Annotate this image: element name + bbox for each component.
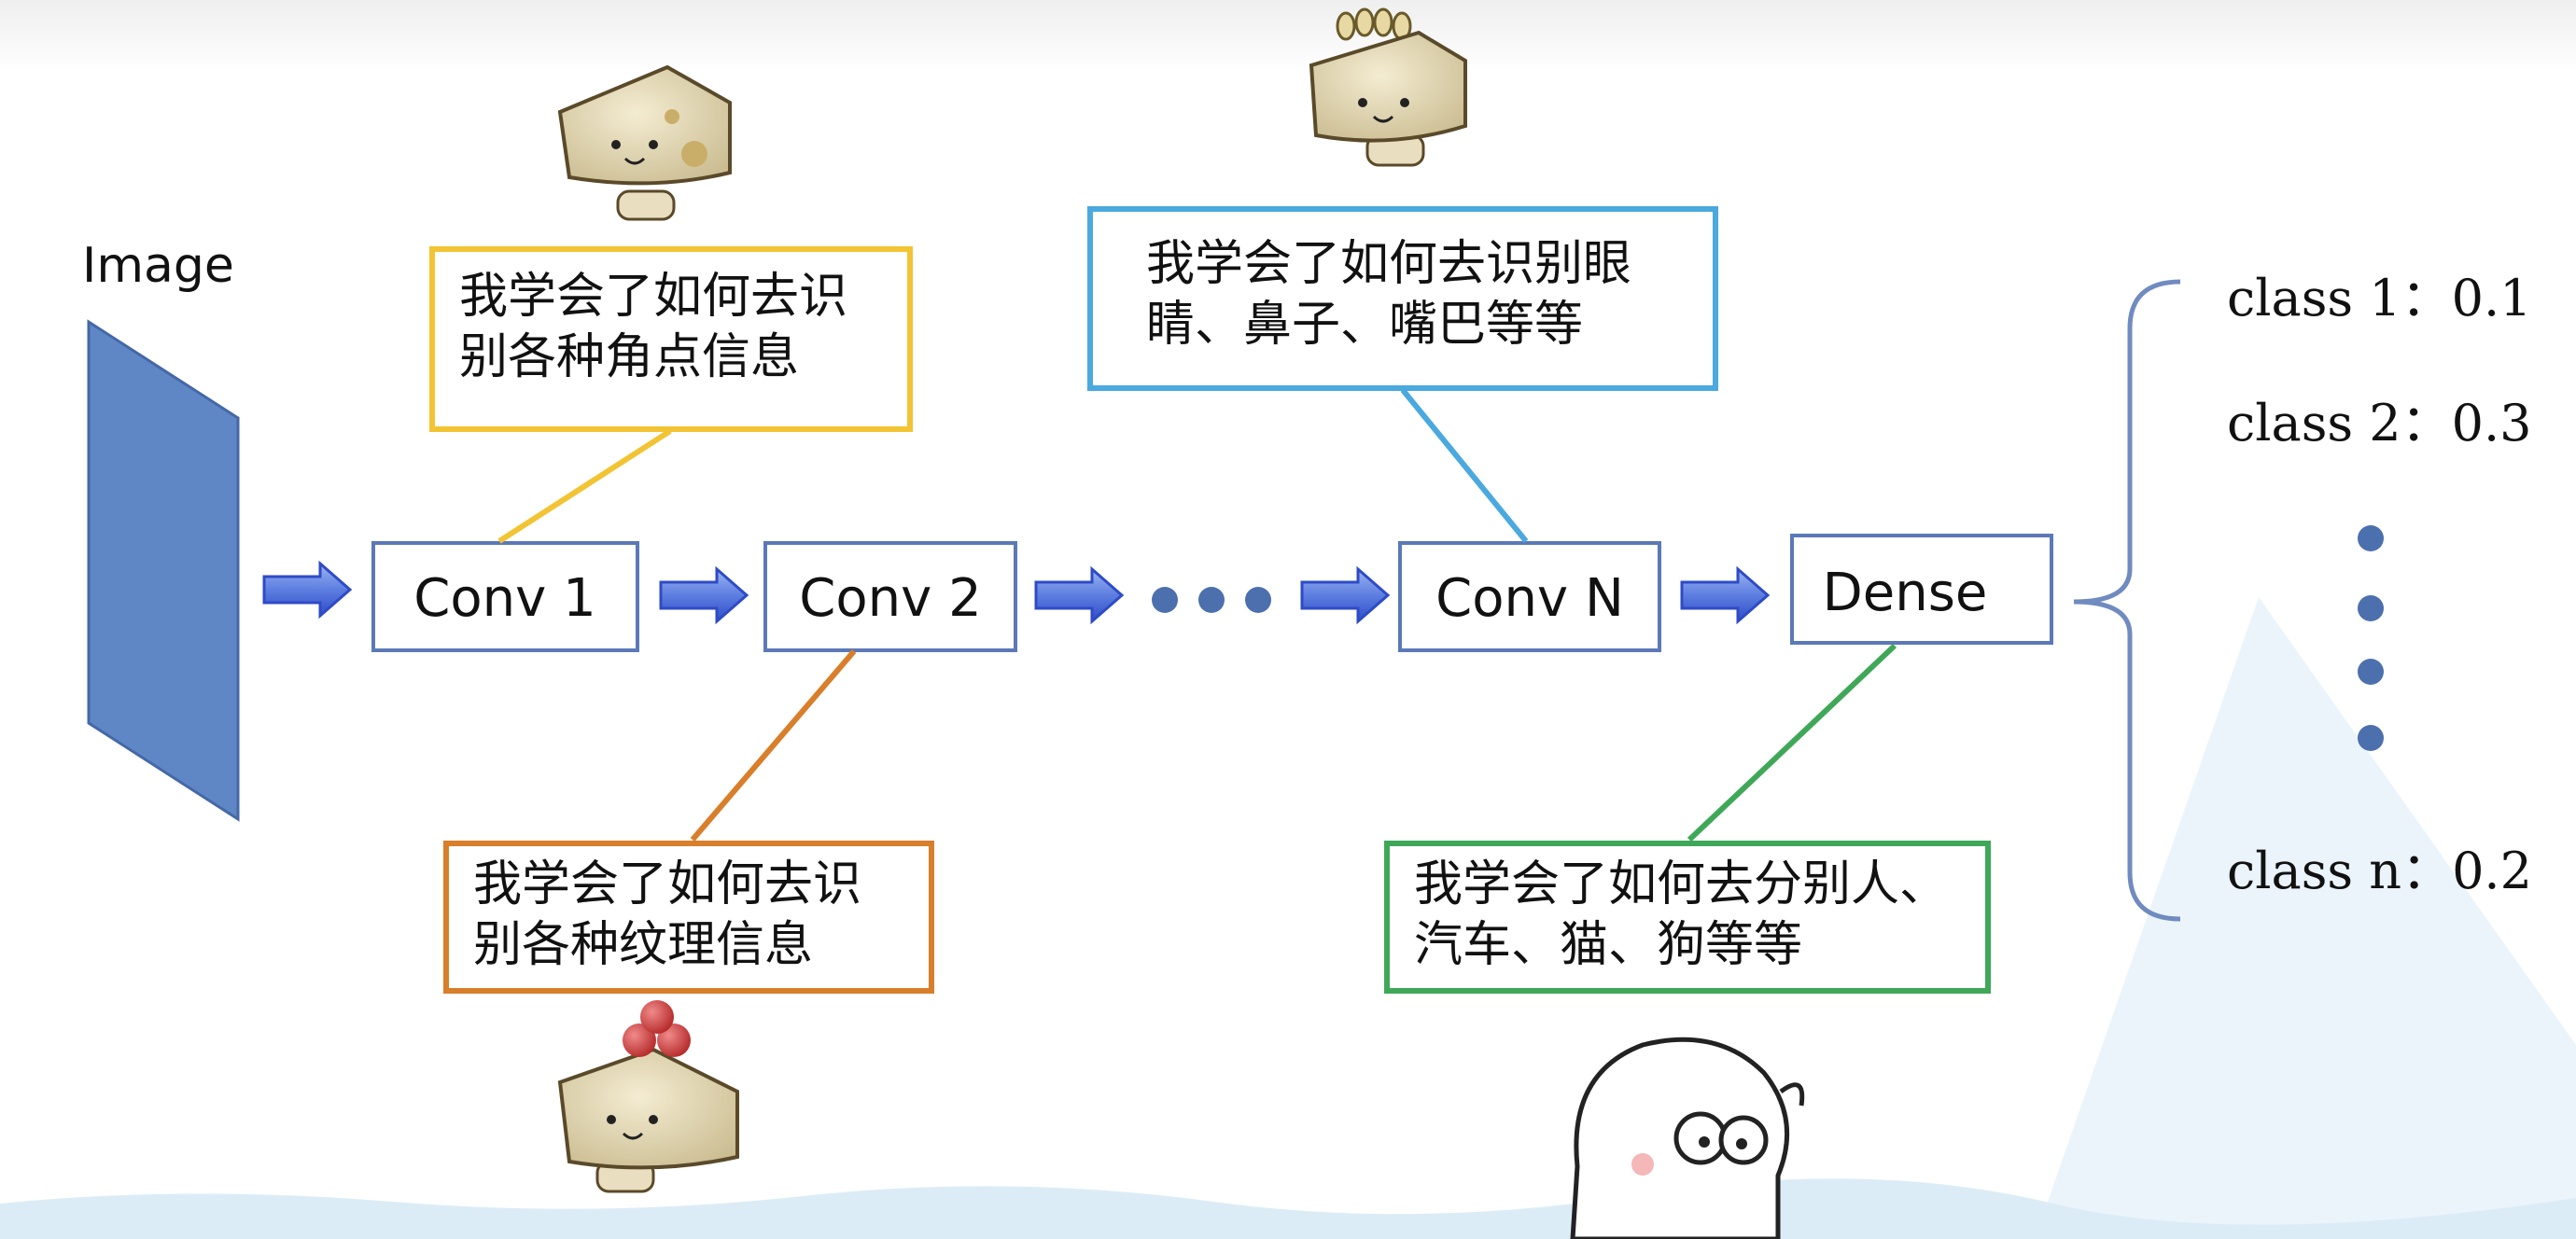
callout-conv1-line2: 别各种角点信息 (459, 329, 799, 385)
output-brace (2073, 279, 2181, 922)
stage-label-conv1: Conv 1 (413, 568, 595, 629)
stage-conv2: Conv 2 (763, 541, 1017, 652)
callout-dense-line1: 我学会了如何去分别人、 (1414, 856, 1948, 912)
callout-convN-line1: 我学会了如何去识别眼 (1146, 236, 1631, 292)
connector-dense (1687, 643, 1897, 842)
stage-label-conv2: Conv 2 (799, 568, 981, 629)
callout-convN: 我学会了如何去识别眼 睛、鼻子、嘴巴等等 (1087, 206, 1718, 391)
callout-conv1-line1: 我学会了如何去识 (459, 269, 847, 325)
output-class-1: class 1：0.1 (2227, 269, 2532, 327)
connector-conv2 (690, 649, 857, 842)
callout-conv2-line2: 别各种纹理信息 (473, 917, 813, 973)
callout-conv2: 我学会了如何去识 别各种纹理信息 (443, 841, 934, 994)
stage-label-dense: Dense (1823, 563, 1988, 623)
callout-conv1: 我学会了如何去识 别各种角点信息 (429, 246, 913, 432)
image-label: Image (82, 238, 234, 294)
top-shade (0, 0, 2576, 75)
arrow-2 (659, 565, 749, 625)
arrow-3 (1034, 565, 1125, 625)
cheese-mascot-bottom-left (557, 1000, 739, 1193)
callout-conv2-line1: 我学会了如何去识 (473, 856, 861, 912)
bottom-water (0, 1178, 2576, 1239)
arrow-5 (1680, 565, 1771, 625)
arrow-4 (1300, 565, 1391, 625)
stage-conv1: Conv 1 (371, 541, 639, 652)
callout-dense: 我学会了如何去分别人、 汽车、猫、狗等等 (1384, 841, 1991, 994)
background-triangle (2035, 597, 2576, 1239)
ellipsis-dots (1152, 587, 1271, 613)
callout-convN-line2: 睛、鼻子、嘴巴等等 (1146, 297, 1583, 353)
stage-convN: Conv N (1398, 541, 1661, 652)
stage-label-convN: Conv N (1435, 568, 1624, 629)
image-panel (87, 319, 240, 822)
cheese-mascot-top-center (1309, 7, 1467, 167)
output-ellipsis-dots (2358, 525, 2384, 751)
output-class-2: class 2：0.3 (2227, 394, 2532, 452)
connector-convN (1400, 388, 1529, 543)
sheep-character-bottom (1570, 1037, 1805, 1239)
output-class-n: class n：0.2 (2227, 842, 2532, 900)
stage-dense: Dense (1790, 534, 2053, 645)
cheese-mascot-top-left (557, 64, 732, 221)
arrow-1 (262, 560, 353, 620)
connector-conv1 (497, 428, 672, 544)
callout-dense-line2: 汽车、猫、狗等等 (1414, 917, 1802, 973)
